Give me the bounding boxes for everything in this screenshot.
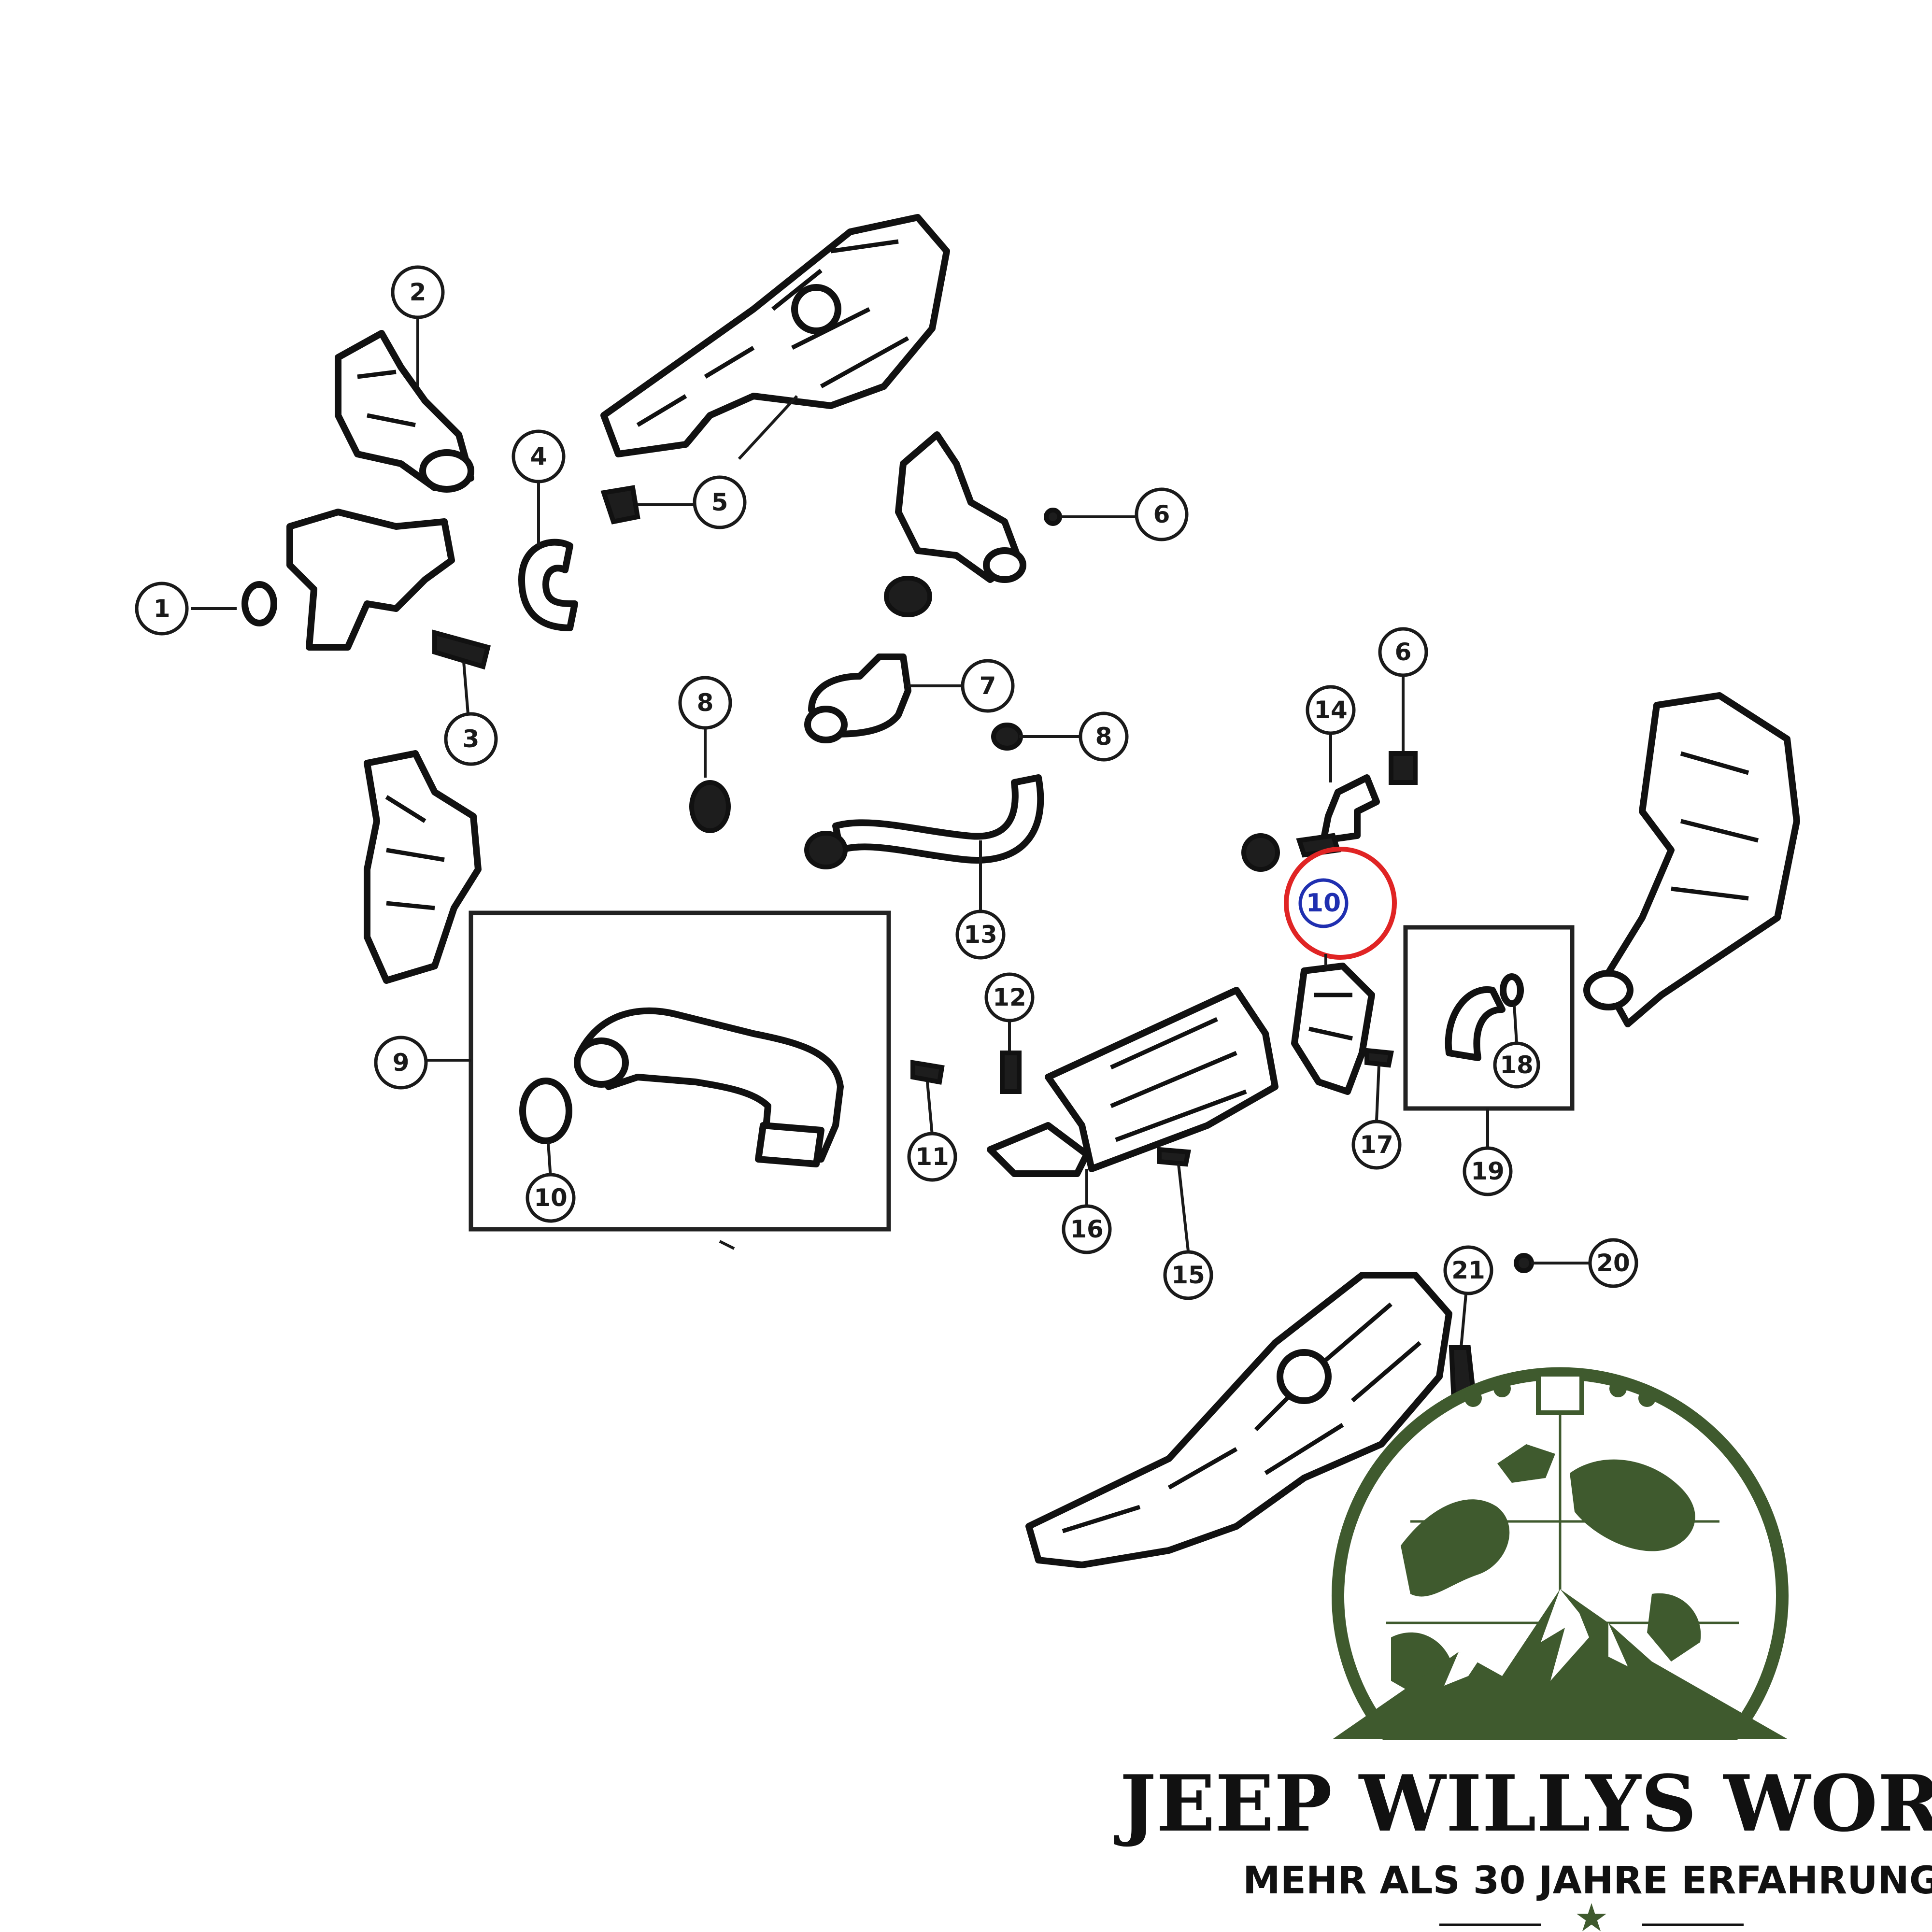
part-19-hose-kit — [1403, 925, 1575, 1150]
callout-19: 19 — [1463, 1146, 1513, 1196]
callout-1: 1 — [135, 582, 189, 636]
callout-15-label: 15 — [1171, 1261, 1205, 1289]
callout-4: 4 — [511, 429, 566, 483]
part-1-housing — [191, 509, 455, 651]
callout-14: 14 — [1306, 685, 1356, 735]
callout-7: 7 — [961, 659, 1015, 713]
callout-18: 18 — [1493, 1041, 1540, 1089]
part-15-gasket — [1157, 1147, 1192, 1251]
callout-6: 6 — [1135, 487, 1189, 541]
highlighted-callout: 10 — [1284, 847, 1397, 966]
callout-8-left-label: 8 — [697, 689, 714, 717]
callout-14-label: 14 — [1314, 696, 1348, 724]
egr-valve-housing-upper — [895, 431, 1140, 583]
exhaust-manifold-bottom — [1025, 1272, 1452, 1568]
callout-10: 10 — [526, 1173, 576, 1223]
callout-3: 3 — [444, 712, 498, 766]
part-2-housing — [335, 330, 474, 493]
part-21-sensor — [1449, 1294, 1476, 1405]
callout-3-label: 3 — [463, 725, 480, 753]
part-3-fitting — [432, 629, 491, 720]
part-20-bolt — [1514, 1253, 1591, 1273]
part-4-hose — [518, 483, 578, 631]
star-icon: ★ — [1574, 1895, 1609, 1932]
highlight-callout-label: 10 — [1306, 889, 1341, 918]
callout-11-label: 11 — [915, 1143, 949, 1171]
part-11-bolt — [910, 1060, 945, 1136]
callout-11: 11 — [907, 1132, 957, 1182]
part-5-bolt — [600, 485, 696, 525]
callout-18-label: 18 — [1500, 1051, 1534, 1079]
callout-21-label: 21 — [1451, 1256, 1485, 1284]
callout-10-label: 10 — [534, 1184, 568, 1212]
egr-valve-housing-left — [364, 750, 482, 984]
brand-logo: JEEP WILLYS WORLD MEHR ALS 30 JAHRE ERFA… — [1114, 1367, 1932, 1932]
callout-12: 12 — [984, 972, 1035, 1023]
callout-16: 16 — [1062, 1204, 1112, 1254]
callout-9-label: 9 — [393, 1049, 410, 1077]
exhaust-manifold-top — [600, 214, 950, 460]
highlight-callout-circle — [1298, 878, 1349, 928]
brand-subtitle: MEHR ALS 30 JAHRE ERFAHRUNG — [1243, 1859, 1932, 1903]
part-10-egr-gasket — [1291, 963, 1375, 1095]
part-9-egr-tube-kit — [427, 910, 891, 1232]
brand-title: JEEP WILLYS WORLD — [1114, 1758, 1932, 1849]
part-14-pipe — [1241, 732, 1380, 872]
callout-1-label: 1 — [154, 595, 170, 623]
callout-8-left: 8 — [678, 676, 732, 730]
part-8-grommet-left — [689, 729, 731, 833]
callout-5-label: 5 — [711, 488, 728, 516]
callout-2-label: 2 — [410, 278, 426, 306]
callout-6-right-label: 6 — [1395, 638, 1412, 666]
egr-valve-housing-right — [1583, 692, 1800, 1027]
part-7-elbow-hose — [804, 576, 966, 743]
callout-6-right: 6 — [1378, 627, 1428, 677]
callout-15: 15 — [1163, 1250, 1213, 1300]
callout-13: 13 — [955, 909, 1006, 960]
part-16-egr-cooler — [987, 987, 1279, 1208]
stray-mark — [719, 1240, 735, 1250]
callout-20: 20 — [1588, 1238, 1638, 1288]
callout-4-label: 4 — [530, 442, 547, 470]
mountain-icon — [1333, 1589, 1787, 1739]
callout-20-label: 20 — [1596, 1249, 1630, 1277]
callout-13-label: 13 — [964, 921, 997, 949]
callout-17: 17 — [1351, 1120, 1402, 1170]
part-12-stud — [1000, 1022, 1022, 1094]
callout-7-label: 7 — [980, 672, 996, 700]
callout-6-label: 6 — [1153, 500, 1170, 528]
callout-16-label: 16 — [1070, 1215, 1104, 1243]
callout-17-label: 17 — [1360, 1131, 1393, 1159]
callout-8-right: 8 — [1079, 711, 1129, 762]
part-8-grommet-right — [991, 723, 1082, 751]
callout-21: 21 — [1443, 1245, 1493, 1295]
callout-22: 22 — [1166, 1261, 1200, 1289]
callout-2: 2 — [391, 265, 445, 319]
callout-8-right-label: 8 — [1095, 723, 1112, 751]
highlight-ring — [1284, 847, 1397, 960]
callout-19-label: 19 — [1471, 1157, 1505, 1185]
part-17-bolt — [1364, 1048, 1394, 1121]
globe-icon — [1332, 1367, 1789, 1740]
callout-12-label: 12 — [993, 983, 1026, 1011]
callout-5: 5 — [693, 475, 747, 529]
part-13-coolant-hose — [804, 774, 1044, 913]
part-6-grommet-right — [1389, 671, 1418, 785]
callout-9: 9 — [374, 1036, 428, 1090]
